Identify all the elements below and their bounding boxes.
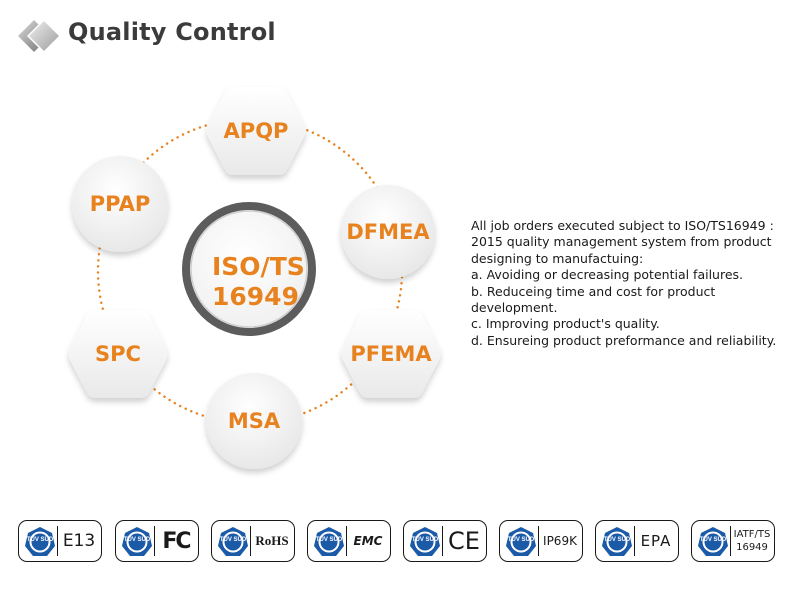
- node-pfema-label: PFEMA: [350, 341, 432, 366]
- node-dfmea-label: DFMEA: [346, 219, 430, 244]
- node-apqp-label: APQP: [223, 118, 289, 143]
- tuv-sud-icon: TÜV SÜD: [122, 527, 152, 556]
- diamond-logo-icon: [18, 18, 62, 54]
- tuv-sud-icon: TÜV SÜD: [314, 527, 344, 556]
- cert-iatf: TÜV SÜD IATF/TS 16949: [691, 520, 775, 562]
- cert-ip69k-mark: IP69K: [543, 534, 577, 548]
- node-dfmea: DFMEA: [339, 183, 437, 281]
- description-line: c. Improving product's quality.: [471, 316, 660, 332]
- description-line: development.: [471, 300, 558, 316]
- cert-ip69k: TÜV SÜD IP69K: [499, 520, 583, 562]
- cert-divider: [154, 526, 155, 556]
- cert-divider: [250, 526, 251, 556]
- cert-e13-mark: E13: [62, 531, 96, 551]
- hexagon-shape: [68, 310, 168, 398]
- quality-description: All job orders executed subject to ISO/T…: [471, 218, 786, 349]
- tuv-sud-badge-text: TÜV SÜD: [700, 536, 727, 543]
- cert-divider: [442, 526, 443, 556]
- certification-row: TÜV SÜD E13 TÜV SÜD FC TÜV SÜD RoHS TÜV …: [18, 520, 798, 564]
- cert-fc-mark: FC: [162, 528, 191, 554]
- cert-rohs-mark: RoHS: [255, 533, 289, 548]
- cert-fc: TÜV SÜD FC: [115, 520, 199, 562]
- hexagon-shape: [341, 310, 441, 398]
- node-msa-label: MSA: [227, 408, 281, 433]
- center-label-line-2: 16949: [212, 282, 299, 311]
- tuv-sud-badge-text: TÜV SÜD: [412, 536, 439, 543]
- description-line: 2015 quality management system from prod…: [471, 234, 772, 250]
- page-title: Quality Control: [68, 18, 276, 46]
- tuv-sud-badge-text: TÜV SÜD: [124, 536, 151, 543]
- description-line: b. Reduceing time and cost for product: [471, 283, 716, 299]
- tuv-sud-icon: TÜV SÜD: [218, 527, 248, 556]
- node-pfema: PFEMA: [339, 306, 443, 402]
- cert-divider: [634, 526, 635, 556]
- hexagon-shape: [206, 87, 306, 175]
- description-line: All job orders executed subject to ISO/T…: [471, 218, 774, 233]
- tuv-sud-icon: TÜV SÜD: [25, 527, 55, 556]
- center-label-line-1: ISO/TS: [212, 252, 305, 281]
- node-msa: MSA: [204, 371, 304, 471]
- cert-iatf-mark: IATF/TS 16949: [733, 529, 771, 553]
- cert-divider: [730, 526, 731, 556]
- page-header: Quality Control: [0, 0, 799, 70]
- center-ring: [182, 202, 316, 336]
- tuv-sud-badge-text: TÜV SÜD: [220, 536, 247, 543]
- circle-shape: [341, 185, 435, 279]
- cert-epa: TÜV SÜD EPA: [595, 520, 679, 562]
- circle-shape: [72, 156, 168, 252]
- tuv-sud-icon: TÜV SÜD: [506, 527, 536, 556]
- cert-ce: TÜV SÜD CE: [403, 520, 487, 562]
- node-apqp: APQP: [204, 83, 308, 179]
- description-line: d. Ensureing product preformance and rel…: [471, 332, 777, 348]
- node-ppap-label: PPAP: [89, 191, 151, 216]
- description-line: a. Avoiding or decreasing potential fail…: [471, 267, 744, 283]
- cert-emc: TÜV SÜD EMC: [307, 520, 391, 562]
- cert-e13: TÜV SÜD E13: [18, 520, 102, 562]
- circle-shape: [206, 373, 302, 469]
- cert-divider: [346, 526, 347, 556]
- tuv-sud-badge-text: TÜV SÜD: [316, 536, 343, 543]
- cert-divider: [538, 526, 539, 556]
- cert-divider: [57, 526, 58, 556]
- center-label: ISO/TS 16949: [212, 252, 312, 312]
- node-spc: SPC: [66, 306, 170, 402]
- node-ppap: PPAP: [70, 154, 170, 254]
- description-line: designing to manufactuing:: [471, 250, 644, 266]
- tuv-sud-badge-text: TÜV SÜD: [604, 536, 631, 543]
- cert-emc-mark: EMC: [353, 534, 383, 548]
- tuv-sud-icon: TÜV SÜD: [410, 527, 440, 556]
- cert-rohs: TÜV SÜD RoHS: [211, 520, 295, 562]
- tuv-sud-badge-text: TÜV SÜD: [27, 536, 54, 543]
- node-spc-label: SPC: [95, 341, 141, 366]
- tuv-sud-icon: TÜV SÜD: [602, 527, 632, 556]
- tuv-sud-icon: TÜV SÜD: [698, 527, 728, 556]
- cert-epa-mark: EPA: [640, 532, 672, 550]
- tuv-sud-badge-text: TÜV SÜD: [508, 536, 535, 543]
- cert-ce-mark: CE: [448, 527, 480, 555]
- quality-cycle-diagram: ISO/TS 16949 APQP: [0, 70, 470, 510]
